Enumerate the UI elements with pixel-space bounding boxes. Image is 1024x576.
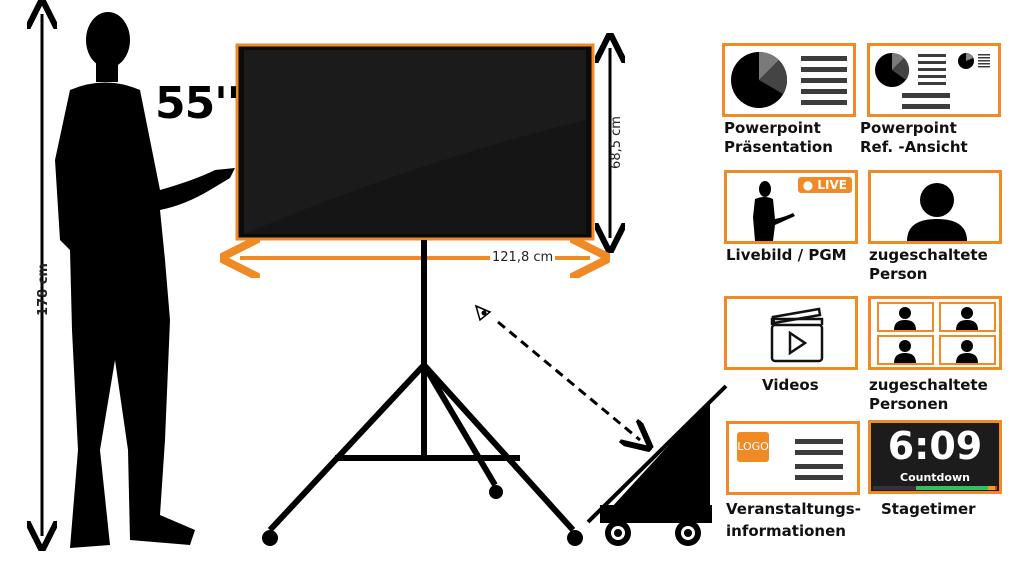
live-badge: ● LIVE (797, 177, 852, 193)
tile-label: Präsentation (724, 138, 833, 156)
tile-powerpoint-presentation (722, 43, 856, 117)
tile-label: Ref. -Ansicht (860, 138, 968, 156)
tile-label: Powerpoint (860, 119, 957, 137)
eye-icon (474, 304, 492, 322)
tile-label: Personen (869, 395, 949, 413)
tile-label: Videos (762, 376, 819, 394)
tile-videos (724, 296, 858, 370)
tile-label: Stagetimer (881, 500, 976, 518)
tile-label: zugeschaltete (869, 246, 988, 264)
tile-label: Livebild / PGM (726, 246, 847, 264)
timer-progress-bar (873, 486, 997, 490)
person-silhouette (55, 12, 235, 548)
tile-remote-person (868, 170, 1002, 244)
tv-stand (267, 240, 576, 533)
tile-stagetimer: 6:09 Countdown (868, 420, 1002, 494)
tile-label: zugeschaltete (869, 376, 988, 394)
tile-label: Person (869, 265, 928, 283)
clapperboard-icon (770, 307, 824, 363)
screen-width-label: 121,8 cm (490, 250, 556, 265)
tile-label: Veranstaltungs- (726, 500, 861, 518)
tile-remote-persons (868, 296, 1002, 370)
timer-mode: Countdown (900, 471, 970, 484)
tile-event-info: LOGO (726, 421, 860, 495)
tile-label: informationen (726, 522, 846, 540)
tile-powerpoint-reference-view (867, 43, 1001, 117)
person-height-label: 178 cm (35, 263, 51, 316)
screen-height-label: 68,5 cm (608, 116, 624, 169)
timer-time: 6:09 (887, 424, 983, 468)
logo-placeholder: LOGO (737, 432, 769, 462)
viewing-direction-arrow (497, 320, 640, 440)
tile-label: Powerpoint (724, 119, 821, 137)
tile-live-program: ● LIVE (724, 170, 858, 244)
confidence-monitor (586, 384, 728, 546)
screen-size-label: 55'' (155, 78, 240, 129)
